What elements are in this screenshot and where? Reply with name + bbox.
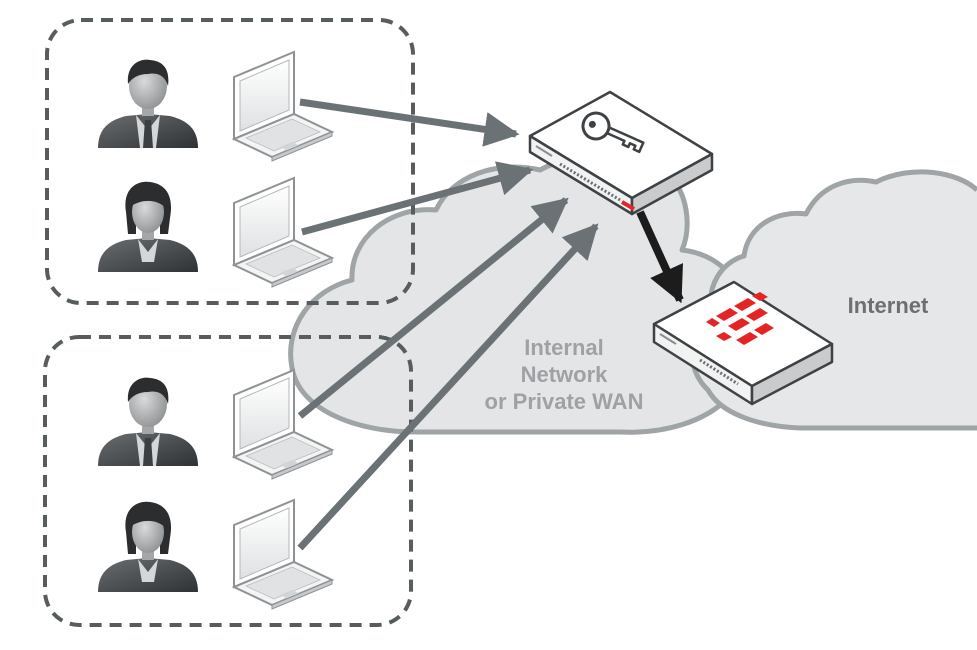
male-user-icon xyxy=(98,59,198,148)
authenticator-appliance xyxy=(528,90,714,216)
authentication-arrow xyxy=(636,210,684,304)
internal-network-label-line: or Private WAN xyxy=(484,389,644,414)
user-group-2-container xyxy=(43,335,413,627)
female-user-icon xyxy=(98,501,198,592)
laptop-icon xyxy=(233,177,333,288)
connection-arrow xyxy=(297,223,599,551)
male-user-icon xyxy=(98,377,198,466)
internal-network-label-line: Network xyxy=(520,362,608,387)
connection-arrow xyxy=(297,197,569,419)
connection-arrow xyxy=(301,161,534,236)
female-user-icon xyxy=(98,181,198,272)
user-group-1-container xyxy=(45,18,415,305)
internet-label: Internet xyxy=(847,293,929,318)
firewall-appliance xyxy=(652,280,834,406)
internal-network-label-line: Internal xyxy=(524,335,604,360)
key-icon xyxy=(581,111,645,154)
connection-arrow xyxy=(299,98,520,147)
internal-network-label: Internal Network or Private WAN xyxy=(448,334,680,415)
laptop-icon xyxy=(233,499,333,610)
fortinet-logo-icon xyxy=(706,292,774,345)
